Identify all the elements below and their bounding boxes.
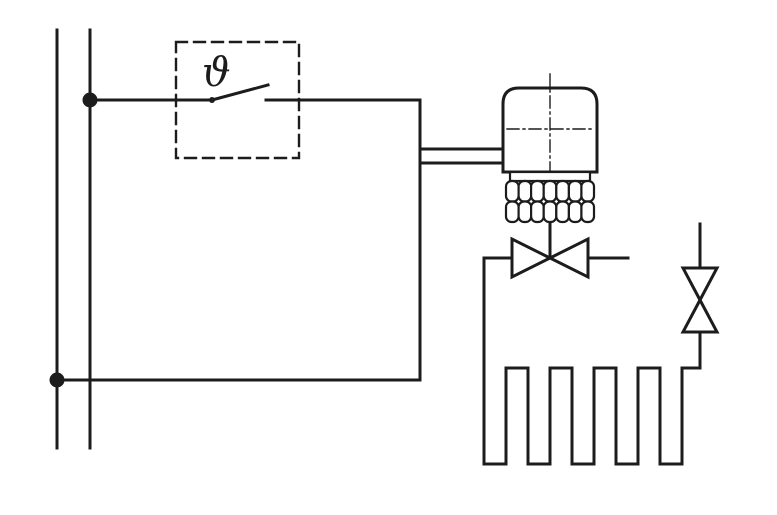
zone-valve (482, 236, 630, 280)
valve-body-left (510, 236, 554, 280)
actuator (501, 73, 599, 260)
valve-body-right (546, 236, 590, 280)
diagram-root: ϑ (49, 28, 720, 466)
shutoff-body-top (680, 266, 720, 304)
shutoff-body-bottom (680, 296, 720, 334)
actuator-neck (508, 170, 592, 183)
switch-blade (210, 83, 270, 102)
actuator-coupling-knurl (504, 179, 596, 224)
control-wiring (55, 98, 505, 382)
heating-coil (482, 256, 702, 466)
power-bus (49, 28, 98, 450)
temperature-symbol: ϑ (202, 50, 231, 96)
shutoff-valve (680, 222, 720, 334)
